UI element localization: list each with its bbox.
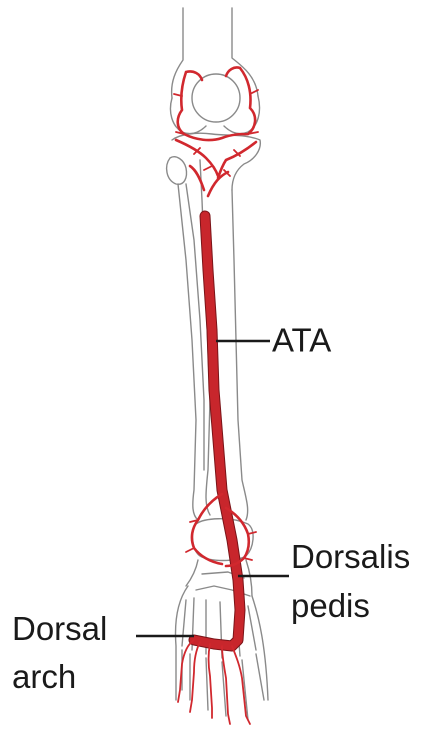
label-dorsal-arch-line1: Dorsal xyxy=(12,610,107,647)
patella xyxy=(192,74,240,122)
label-dorsalis-pedis-line1: Dorsalis xyxy=(291,538,410,575)
label-dorsal-arch-line2: arch xyxy=(12,658,76,695)
label-ata: ATA xyxy=(272,322,331,359)
arteries xyxy=(174,67,258,724)
fibula-head xyxy=(167,157,187,185)
fibula xyxy=(178,184,204,520)
recurrent-tibial-branch xyxy=(190,166,228,196)
label-dorsalis-pedis-line2: pedis xyxy=(291,587,370,624)
